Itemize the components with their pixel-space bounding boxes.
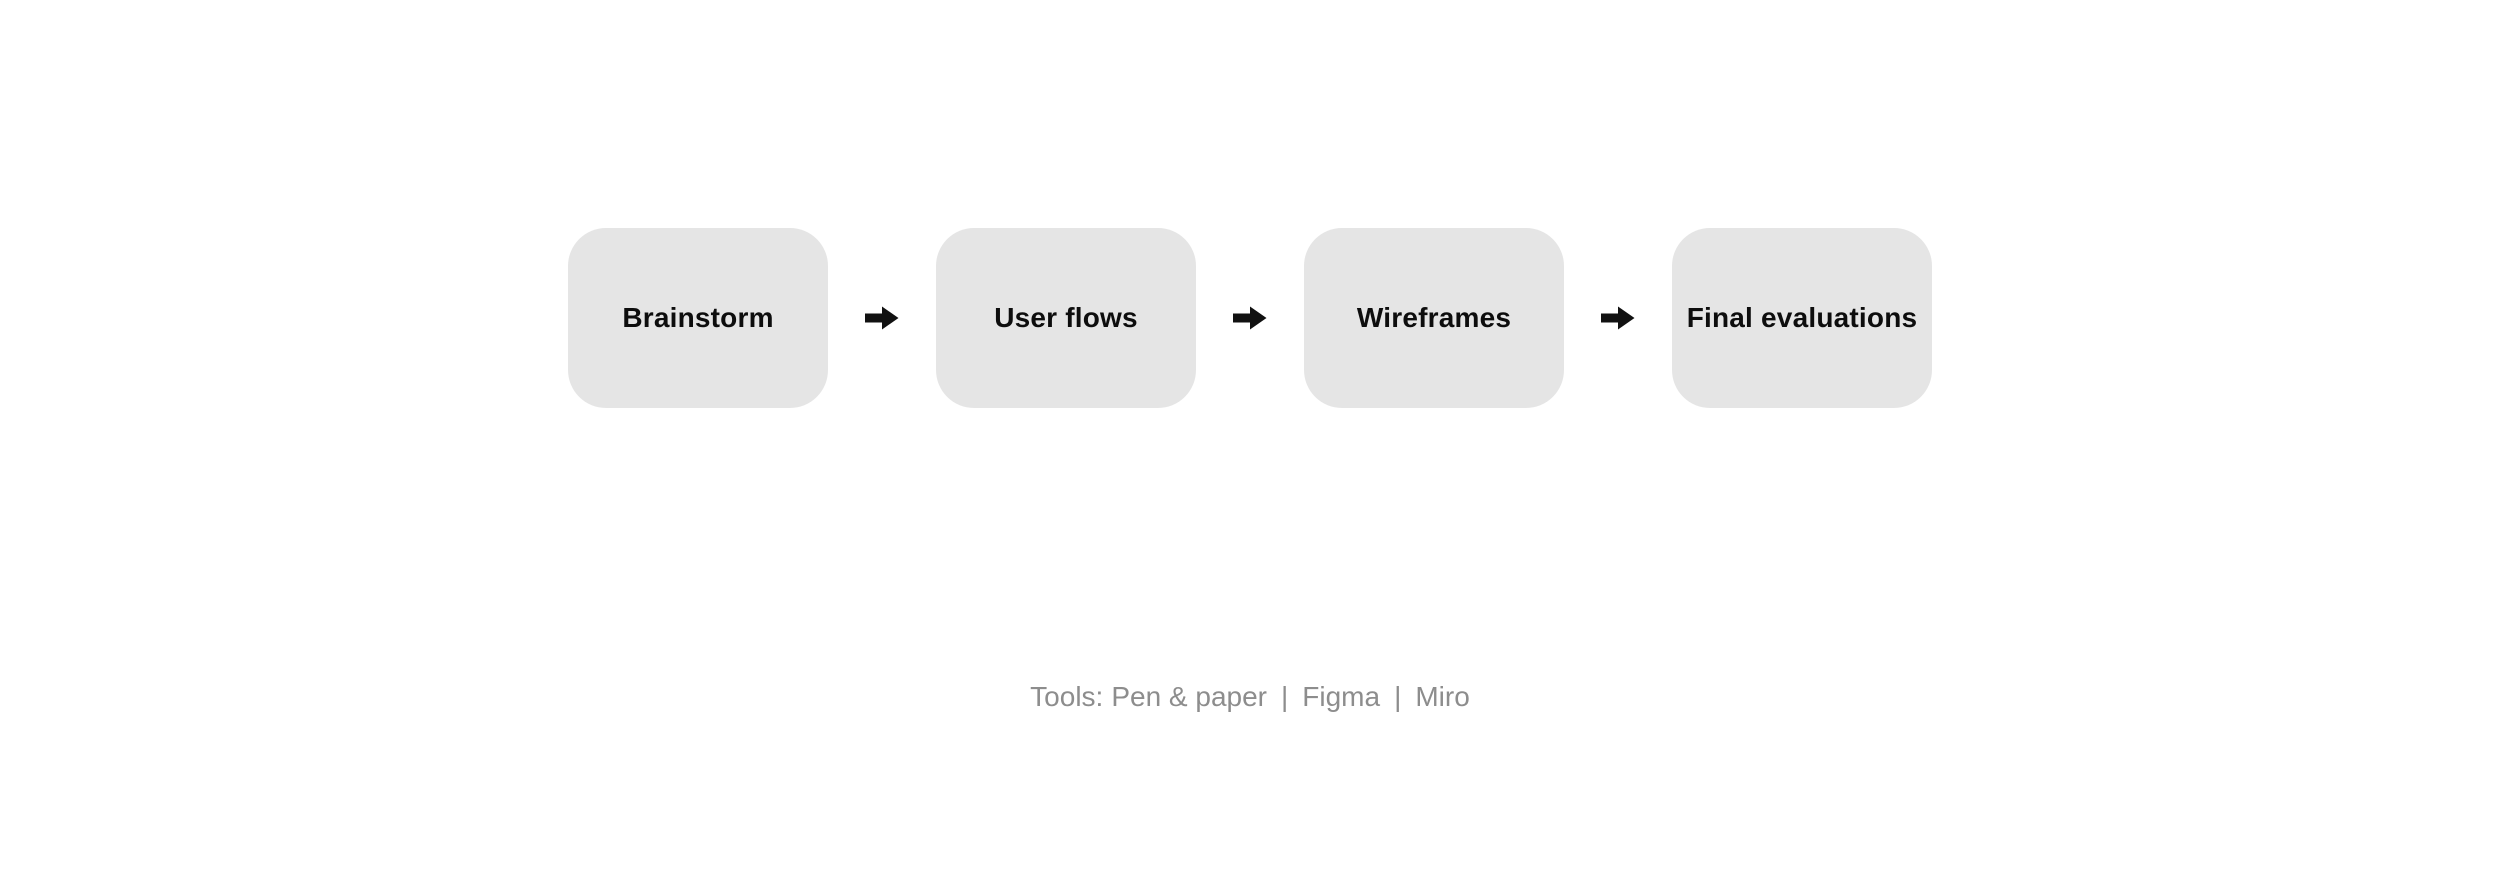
tools-caption-prefix: Tools: — [1030, 681, 1104, 712]
tools-caption-item: Pen & paper — [1111, 681, 1267, 712]
flow-step-label: Wireframes — [1356, 302, 1512, 333]
caption-separator: | — [1394, 681, 1402, 712]
flow-step-user-flows: User flows — [936, 228, 1196, 408]
flow-step-label: User flows — [994, 302, 1138, 333]
flow-step-label: Brainstorm — [622, 302, 774, 333]
flow-step-wireframes: Wireframes — [1304, 228, 1564, 408]
flow-step-final-evaluations: Final evaluations — [1672, 228, 1932, 408]
arrow-right-icon — [865, 306, 899, 330]
flow-step-label: Final evaluations — [1686, 302, 1918, 333]
tools-caption-item: Figma — [1302, 681, 1381, 712]
arrow-right-icon — [1233, 306, 1267, 330]
tools-caption: Tools:Pen & paper | Figma | Miro — [0, 682, 2500, 712]
flow-step-brainstorm: Brainstorm — [568, 228, 828, 408]
process-flow: Brainstorm User flows Wireframes Final e… — [0, 228, 2500, 408]
tools-caption-item: Miro — [1415, 681, 1470, 712]
arrow-right-icon — [1601, 306, 1635, 330]
caption-separator: | — [1281, 681, 1289, 712]
